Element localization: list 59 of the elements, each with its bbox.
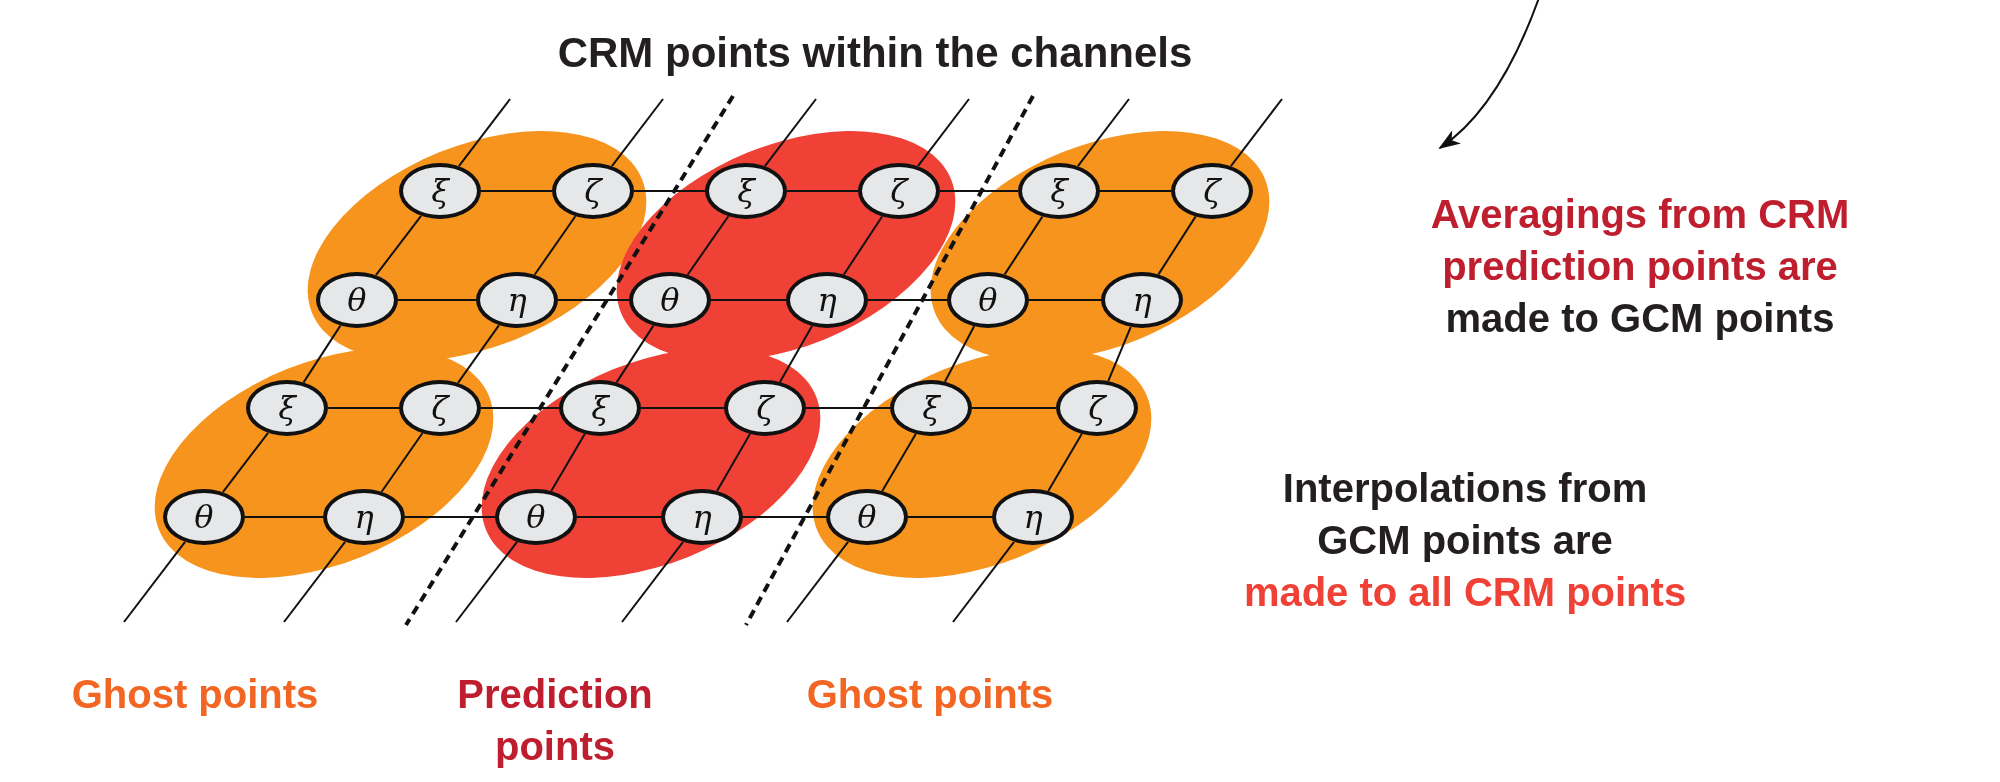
grid-line [221, 431, 270, 494]
grid-line [842, 215, 884, 276]
grid-line [907, 516, 993, 518]
grid-line [480, 407, 560, 409]
grid-line [786, 190, 859, 192]
grid-line [457, 98, 511, 168]
grid-line [916, 98, 970, 168]
grid-line [404, 516, 496, 518]
grid-line [742, 516, 827, 518]
grid-line [397, 299, 477, 301]
grid-line [1157, 215, 1197, 276]
grid-line [686, 215, 730, 276]
group-label: Ghost points [70, 671, 320, 718]
grid-line [881, 433, 917, 492]
grid-line [778, 325, 814, 383]
grid-line [557, 299, 630, 301]
grid-line [615, 324, 655, 384]
grid-line [480, 190, 553, 192]
annotation-text: Averagings from CRM prediction points are [1429, 191, 1851, 290]
grid-line [244, 516, 324, 518]
grid-line [123, 540, 187, 623]
grid-line [283, 540, 347, 623]
grid-line [943, 325, 976, 383]
grid-line [1107, 325, 1132, 383]
grid-line [550, 433, 586, 492]
grid-line [805, 407, 891, 409]
grid-line [456, 324, 501, 384]
grid-line [867, 299, 948, 301]
grid-line [710, 299, 787, 301]
annotation-text: Interpolations from GCM points are [1281, 465, 1649, 564]
grid-line [1229, 98, 1283, 168]
grid-line [939, 190, 1019, 192]
annotation-text: made to all CRM points [1242, 569, 1688, 616]
grid-line [1028, 299, 1102, 301]
grid-line [302, 324, 342, 384]
grid-line [374, 214, 423, 277]
curved-arrow [1438, 0, 1541, 150]
grid-line [576, 516, 662, 518]
grid-line [533, 215, 577, 276]
group-label: Ghost points [805, 671, 1055, 718]
grid-line [610, 98, 664, 168]
heading: CRM points within the channels [556, 30, 1194, 77]
grid-line [455, 540, 519, 623]
group-label: Prediction points [456, 671, 654, 770]
grid-line [327, 407, 400, 409]
grid-line [380, 432, 424, 493]
grid-line [1099, 190, 1172, 192]
grid-line [952, 540, 1016, 623]
grid-line [1047, 433, 1083, 492]
grid-line [716, 433, 751, 492]
grid-line [633, 190, 706, 192]
grid-line [1076, 98, 1130, 168]
grid-line [640, 407, 725, 409]
annotation-text: made to GCM points [1444, 295, 1836, 342]
grid-line [971, 407, 1057, 409]
grid-line [1003, 215, 1044, 276]
grid-line [763, 98, 817, 168]
grid-line [786, 540, 850, 623]
grid-line [621, 540, 685, 623]
